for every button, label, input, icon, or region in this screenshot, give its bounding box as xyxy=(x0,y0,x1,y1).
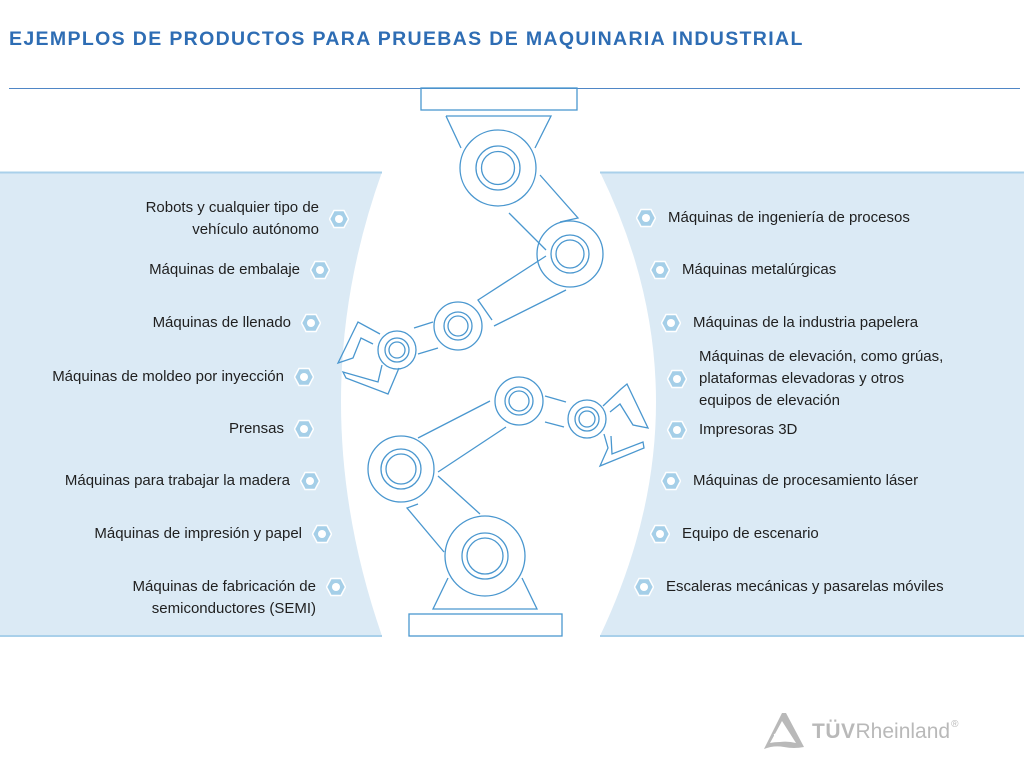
hex-nut-icon xyxy=(294,419,314,439)
hex-nut-icon xyxy=(310,260,330,280)
list-item-left: Robots y cualquier tipo de vehículo autó… xyxy=(146,197,349,241)
list-item-right: Impresoras 3D xyxy=(667,419,797,441)
hex-nut-icon xyxy=(326,577,346,597)
hex-nut-icon xyxy=(650,260,670,280)
list-item-left: Prensas xyxy=(229,418,314,440)
list-item-right: Máquinas metalúrgicas xyxy=(650,259,836,281)
item-label: Máquinas de elevación, como grúas, plata… xyxy=(699,348,944,409)
item-label: Robots y cualquier tipo de vehículo autó… xyxy=(145,199,319,238)
hex-nut-icon xyxy=(312,524,332,544)
item-label: Escaleras mecánicas y pasarelas móviles xyxy=(666,578,944,595)
list-item-right: Escaleras mecánicas y pasarelas móviles xyxy=(634,576,944,598)
right-panel xyxy=(600,172,1024,636)
left-panel xyxy=(0,172,382,636)
hex-nut-icon xyxy=(329,209,349,229)
item-label: Máquinas metalúrgicas xyxy=(682,261,837,278)
tuv-rheinland-logo: TÜV Rheinland ® xyxy=(760,711,958,753)
registered-mark: ® xyxy=(951,718,959,730)
list-item-right: Máquinas de procesamiento láser xyxy=(661,470,918,492)
hex-nut-icon xyxy=(301,313,321,333)
hex-nut-icon xyxy=(661,313,681,333)
item-label: Máquinas de procesamiento láser xyxy=(693,472,919,489)
hex-nut-icon xyxy=(294,367,314,387)
item-label: Máquinas para trabajar la madera xyxy=(64,472,290,489)
list-item-right: Máquinas de la industria papelera xyxy=(661,312,918,334)
item-label: Máquinas de embalaje xyxy=(149,261,300,278)
list-item-left: Máquinas de llenado xyxy=(153,312,321,334)
item-label: Máquinas de moldeo por inyección xyxy=(52,368,284,385)
robot-arm-top-icon xyxy=(336,87,604,395)
item-label: Prensas xyxy=(228,420,284,437)
list-item-right: Máquinas de elevación, como grúas, plata… xyxy=(667,346,943,412)
logo-brand-regular: Rheinland xyxy=(855,720,951,743)
hex-nut-icon xyxy=(650,524,670,544)
hex-nut-icon xyxy=(300,471,320,491)
item-label: Máquinas de fabricación de semiconductor… xyxy=(132,578,316,617)
list-item-left: Máquinas de moldeo por inyección xyxy=(52,366,314,388)
page-title: EJEMPLOS DE PRODUCTOS PARA PRUEBAS DE MA… xyxy=(9,28,804,50)
hex-nut-icon xyxy=(667,369,687,389)
hex-nut-icon xyxy=(634,577,654,597)
list-item-left: Máquinas para trabajar la madera xyxy=(65,470,320,492)
item-label: Impresoras 3D xyxy=(699,421,798,438)
list-item-left: Máquinas de impresión y papel xyxy=(94,523,332,545)
item-label: Máquinas de llenado xyxy=(152,314,291,331)
list-item-left: Máquinas de embalaje xyxy=(149,259,330,281)
robot-arm-bottom-icon xyxy=(367,376,650,637)
item-label: Máquinas de impresión y papel xyxy=(94,525,302,542)
list-item-right: Máquinas de ingeniería de procesos xyxy=(636,207,910,229)
item-label: Máquinas de ingeniería de procesos xyxy=(668,209,910,226)
list-item-right: Equipo de escenario xyxy=(650,523,819,545)
logo-brand-bold: TÜV xyxy=(812,720,856,743)
hex-nut-icon xyxy=(667,420,687,440)
item-label: Máquinas de la industria papelera xyxy=(693,314,919,331)
hex-nut-icon xyxy=(661,471,681,491)
list-item-left: Máquinas de fabricación de semiconductor… xyxy=(133,576,346,620)
item-label: Equipo de escenario xyxy=(682,525,819,542)
tuv-triangle-logo-icon xyxy=(764,713,804,749)
hex-nut-icon xyxy=(636,208,656,228)
